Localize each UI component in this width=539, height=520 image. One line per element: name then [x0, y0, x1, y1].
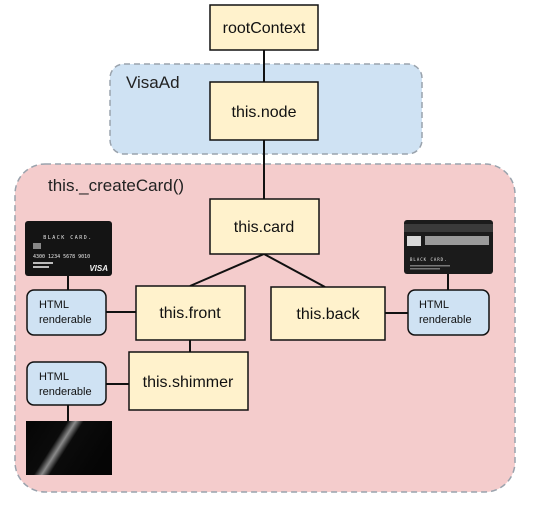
- html-renderable-shimmer-line1: HTML: [39, 371, 69, 383]
- edges: [67, 50, 449, 421]
- html-renderable-back-line1: HTML: [419, 299, 449, 311]
- node-this-card-label: this.card: [234, 219, 294, 236]
- html-renderable-front: HTML renderable: [26, 289, 107, 336]
- html-renderable-front-line1: HTML: [39, 299, 69, 311]
- node-root-label: rootContext: [223, 20, 306, 37]
- html-renderable-back-line2: renderable: [419, 314, 472, 326]
- card-back-fineprint-2: [410, 268, 440, 270]
- html-renderable-front-line2: renderable: [39, 314, 92, 326]
- html-renderable-shimmer-line2: renderable: [39, 386, 92, 398]
- group-createcard-label: this._createCard(): [48, 176, 184, 195]
- node-this-shimmer: this.shimmer: [128, 351, 249, 411]
- node-this-front: this.front: [135, 285, 246, 341]
- node-this-node-label: this.node: [232, 104, 297, 121]
- card-back-fineprint: [410, 265, 450, 267]
- card-front-title: BLACK CARD.: [43, 235, 93, 241]
- card-front-holder-line-2: [33, 266, 49, 268]
- node-this-front-label: this.front: [159, 305, 221, 322]
- card-back-title: BLACK CARD.: [410, 257, 448, 262]
- html-renderable-back: HTML renderable: [407, 289, 490, 336]
- card-back-hologram: [407, 236, 421, 246]
- node-this-card: this.card: [209, 198, 320, 255]
- shimmer-image: [26, 421, 112, 475]
- card-back-image: BLACK CARD.: [404, 220, 493, 274]
- card-front-brand: VISA: [89, 264, 108, 273]
- card-front-number: 4300 1234 5678 9010: [33, 254, 90, 260]
- card-front-chip: [33, 243, 41, 249]
- edge-card-front: [189, 253, 265, 287]
- card-front-image: BLACK CARD. 4300 1234 5678 9010 VISA: [25, 221, 112, 276]
- node-this-back-label: this.back: [296, 306, 360, 323]
- card-front-holder-line: [33, 262, 53, 264]
- node-root: rootContext: [209, 4, 319, 51]
- node-this-back: this.back: [270, 286, 386, 341]
- card-back-signature-strip: [425, 236, 489, 245]
- html-renderable-shimmer: HTML renderable: [26, 361, 107, 406]
- node-this-shimmer-label: this.shimmer: [143, 374, 234, 391]
- node-this-node: this.node: [209, 81, 319, 141]
- card-back-magstripe: [404, 224, 493, 232]
- group-visaad-label: VisaAd: [126, 73, 180, 92]
- edge-card-back: [263, 253, 326, 288]
